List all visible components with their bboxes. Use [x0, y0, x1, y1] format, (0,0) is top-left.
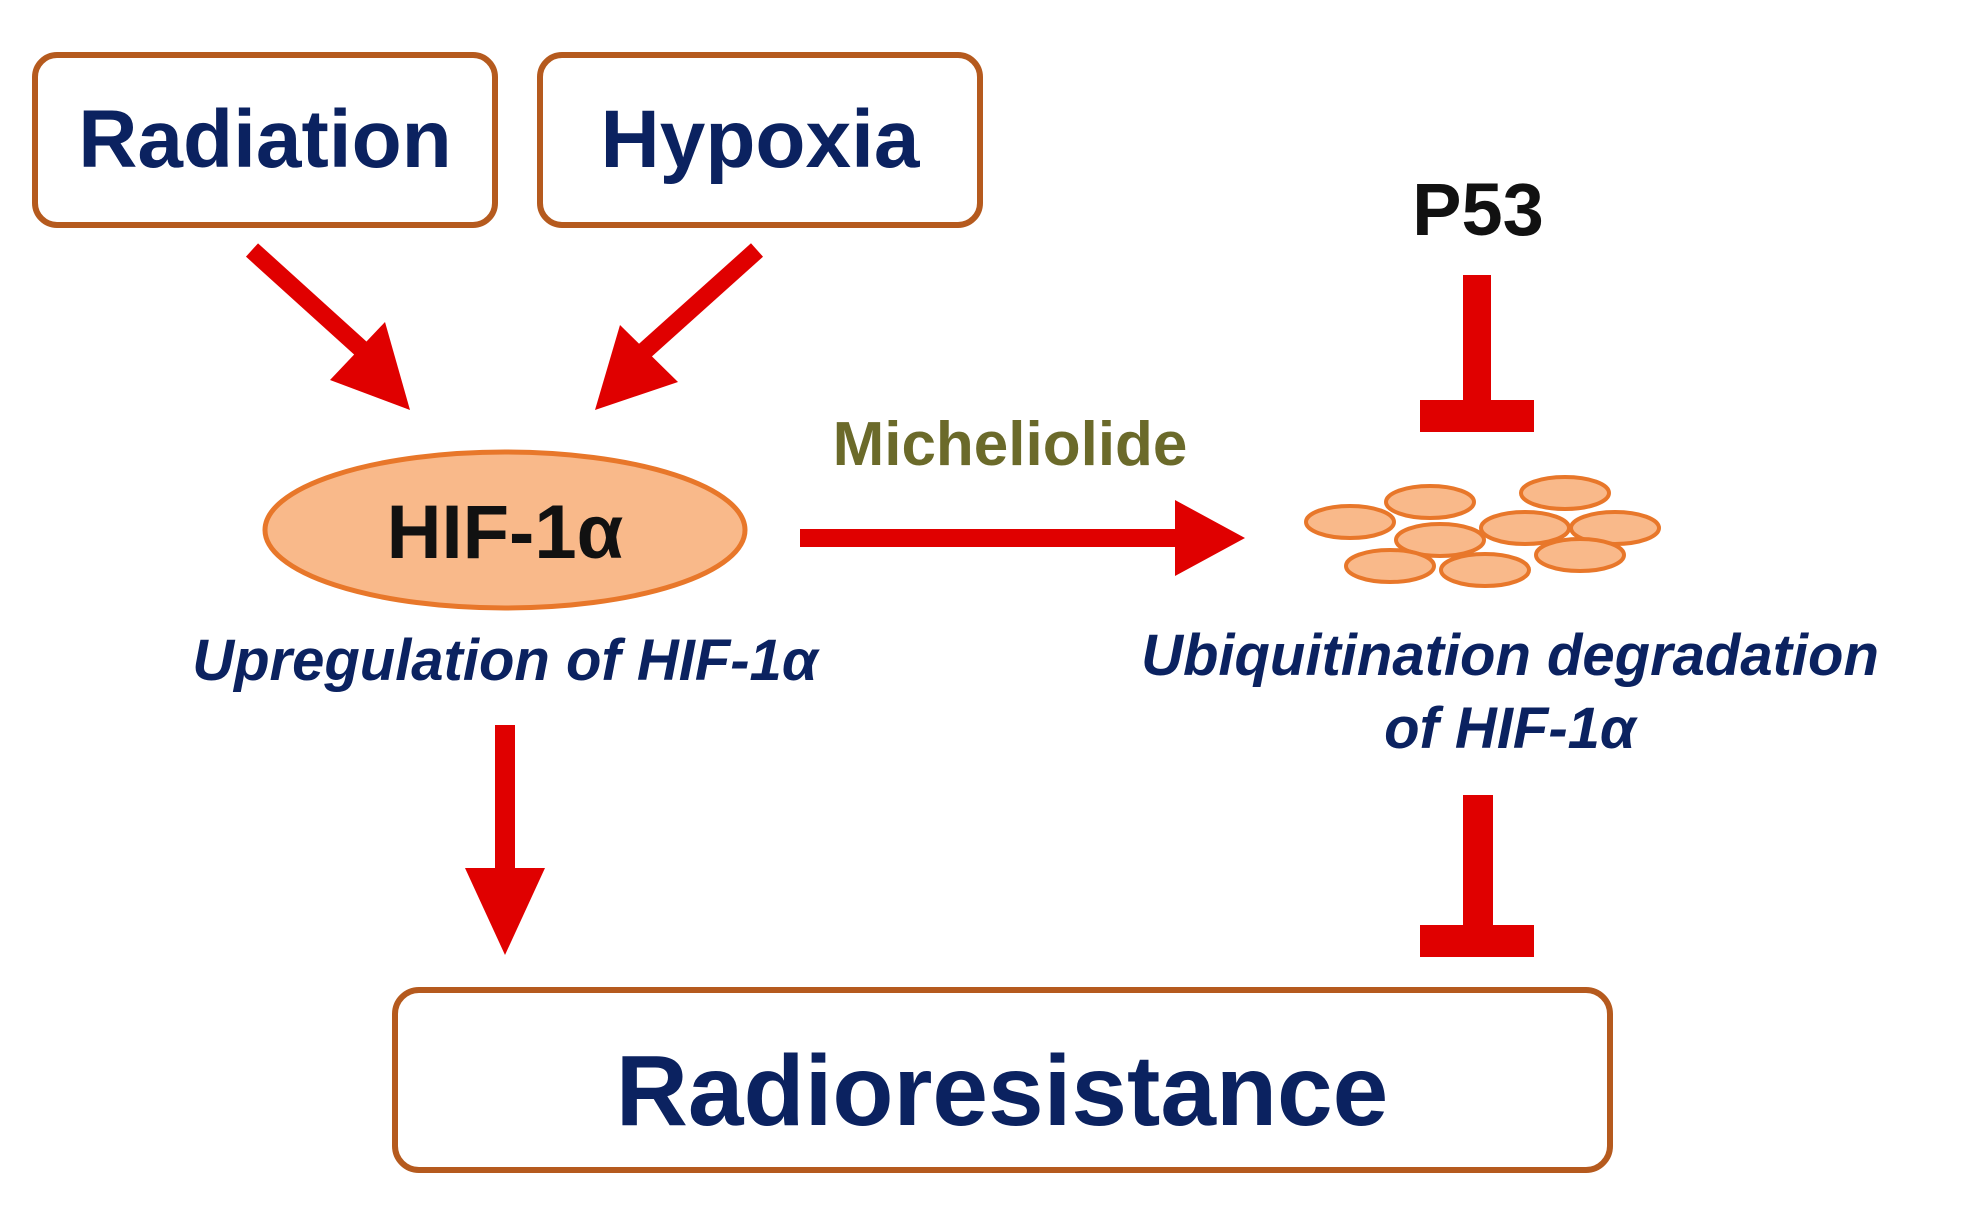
hypoxia-box	[537, 52, 983, 228]
inhibition-stem	[1463, 795, 1493, 935]
fragment	[1394, 522, 1486, 558]
fragment	[1344, 548, 1436, 584]
arrow-hif-to-radioresistance	[465, 725, 545, 955]
inhibition-crossbar	[1420, 400, 1534, 432]
p53-label: P53	[1412, 168, 1544, 251]
arrow-head	[330, 322, 410, 410]
ubiquitination-label-line2: of HIF-1α	[1384, 696, 1638, 761]
fragment	[1519, 475, 1611, 511]
ubiquitination-label-line1: Ubiquitination degradation	[1141, 623, 1879, 688]
hif-label: HIF-1α	[387, 490, 624, 575]
arrow-shaft	[245, 243, 375, 362]
upregulation-label: Upregulation of HIF-1α	[192, 628, 820, 693]
hif-node: HIF-1α	[262, 449, 748, 611]
hif-ellipse	[262, 449, 748, 611]
fragment	[1439, 552, 1531, 588]
arrow-head	[465, 868, 545, 955]
inhibition-stem	[1463, 275, 1491, 410]
radiation-label: Radiation	[78, 94, 452, 185]
inhibition-crossbar	[1420, 925, 1534, 957]
arrow-hif-to-degradation	[800, 500, 1245, 576]
fragment	[1479, 510, 1571, 546]
micheliolide-label: Micheliolide	[833, 410, 1188, 479]
radioresistance-node: Radioresistance	[392, 987, 1613, 1173]
fragment	[1384, 484, 1476, 520]
arrow-shaft	[633, 243, 764, 362]
fragment	[1534, 537, 1626, 573]
hypoxia-node: Hypoxia	[537, 52, 983, 228]
radiation-box	[32, 52, 498, 228]
p53-inhibition-bar	[1420, 275, 1534, 432]
radiation-node: Radiation	[32, 52, 498, 228]
arrow-hypoxia-to-hif	[595, 243, 764, 410]
fragment	[1304, 504, 1396, 540]
arrow-head	[1175, 500, 1245, 576]
arrow-head	[595, 325, 678, 410]
arrow-radiation-to-hif	[245, 243, 410, 410]
degraded-fragments	[1304, 475, 1661, 588]
radioresistance-label: Radioresistance	[616, 1035, 1389, 1147]
radioresistance-box	[392, 987, 1613, 1173]
hypoxia-label: Hypoxia	[601, 94, 921, 185]
degradation-inhibition-bar	[1420, 795, 1534, 957]
